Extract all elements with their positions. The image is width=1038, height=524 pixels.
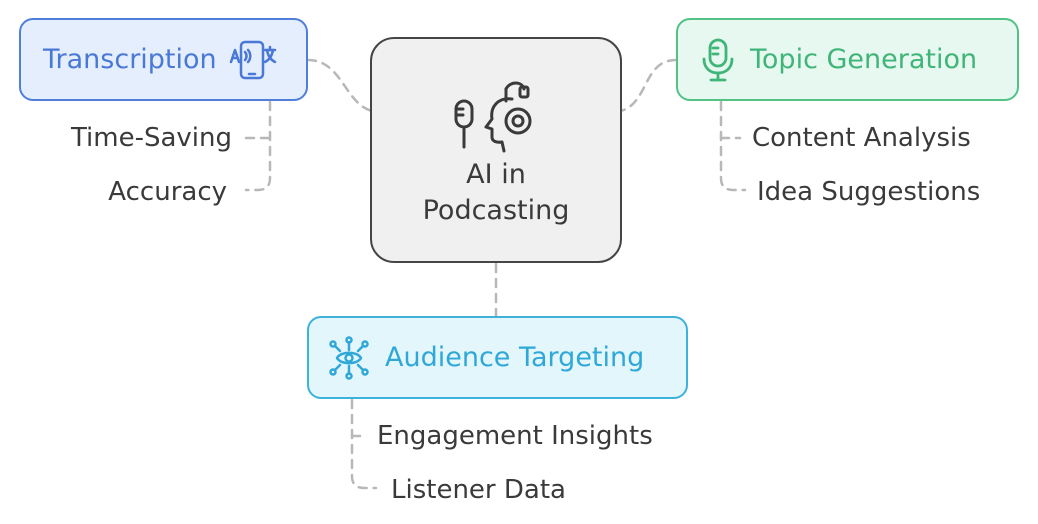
connector-topic-center [610, 58, 678, 114]
eye-network-icon [327, 335, 371, 380]
podcaster-ai-icon [450, 75, 542, 153]
center-title: AI in Podcasting [422, 159, 570, 226]
microphone-icon [700, 37, 736, 83]
center-node: AI in Podcasting [370, 37, 622, 263]
branch-audience-targeting: Audience Targeting [307, 316, 688, 399]
leaf-engagement-insights: Engagement Insights [377, 421, 653, 451]
leaf-listener-data: Listener Data [391, 475, 566, 505]
branch-topic-generation: Topic Generation [676, 18, 1019, 101]
branch-audience-targeting-label: Audience Targeting [385, 342, 645, 373]
connector-topic-leaves [719, 100, 747, 192]
connector-audience-leaves [350, 398, 378, 490]
speech-to-text-phone-icon [229, 38, 277, 82]
leaf-content-analysis: Content Analysis [752, 123, 971, 153]
branch-transcription: Transcription [19, 18, 308, 101]
connector-transcription-leaves [244, 100, 272, 192]
leaf-time-saving: Time-Saving [70, 123, 232, 153]
connector-transcription-center [306, 58, 382, 114]
leaf-idea-suggestions: Idea Suggestions [757, 177, 981, 207]
leaf-accuracy: Accuracy [108, 177, 227, 207]
branch-transcription-label: Transcription [43, 44, 217, 75]
branch-topic-generation-label: Topic Generation [750, 44, 978, 75]
